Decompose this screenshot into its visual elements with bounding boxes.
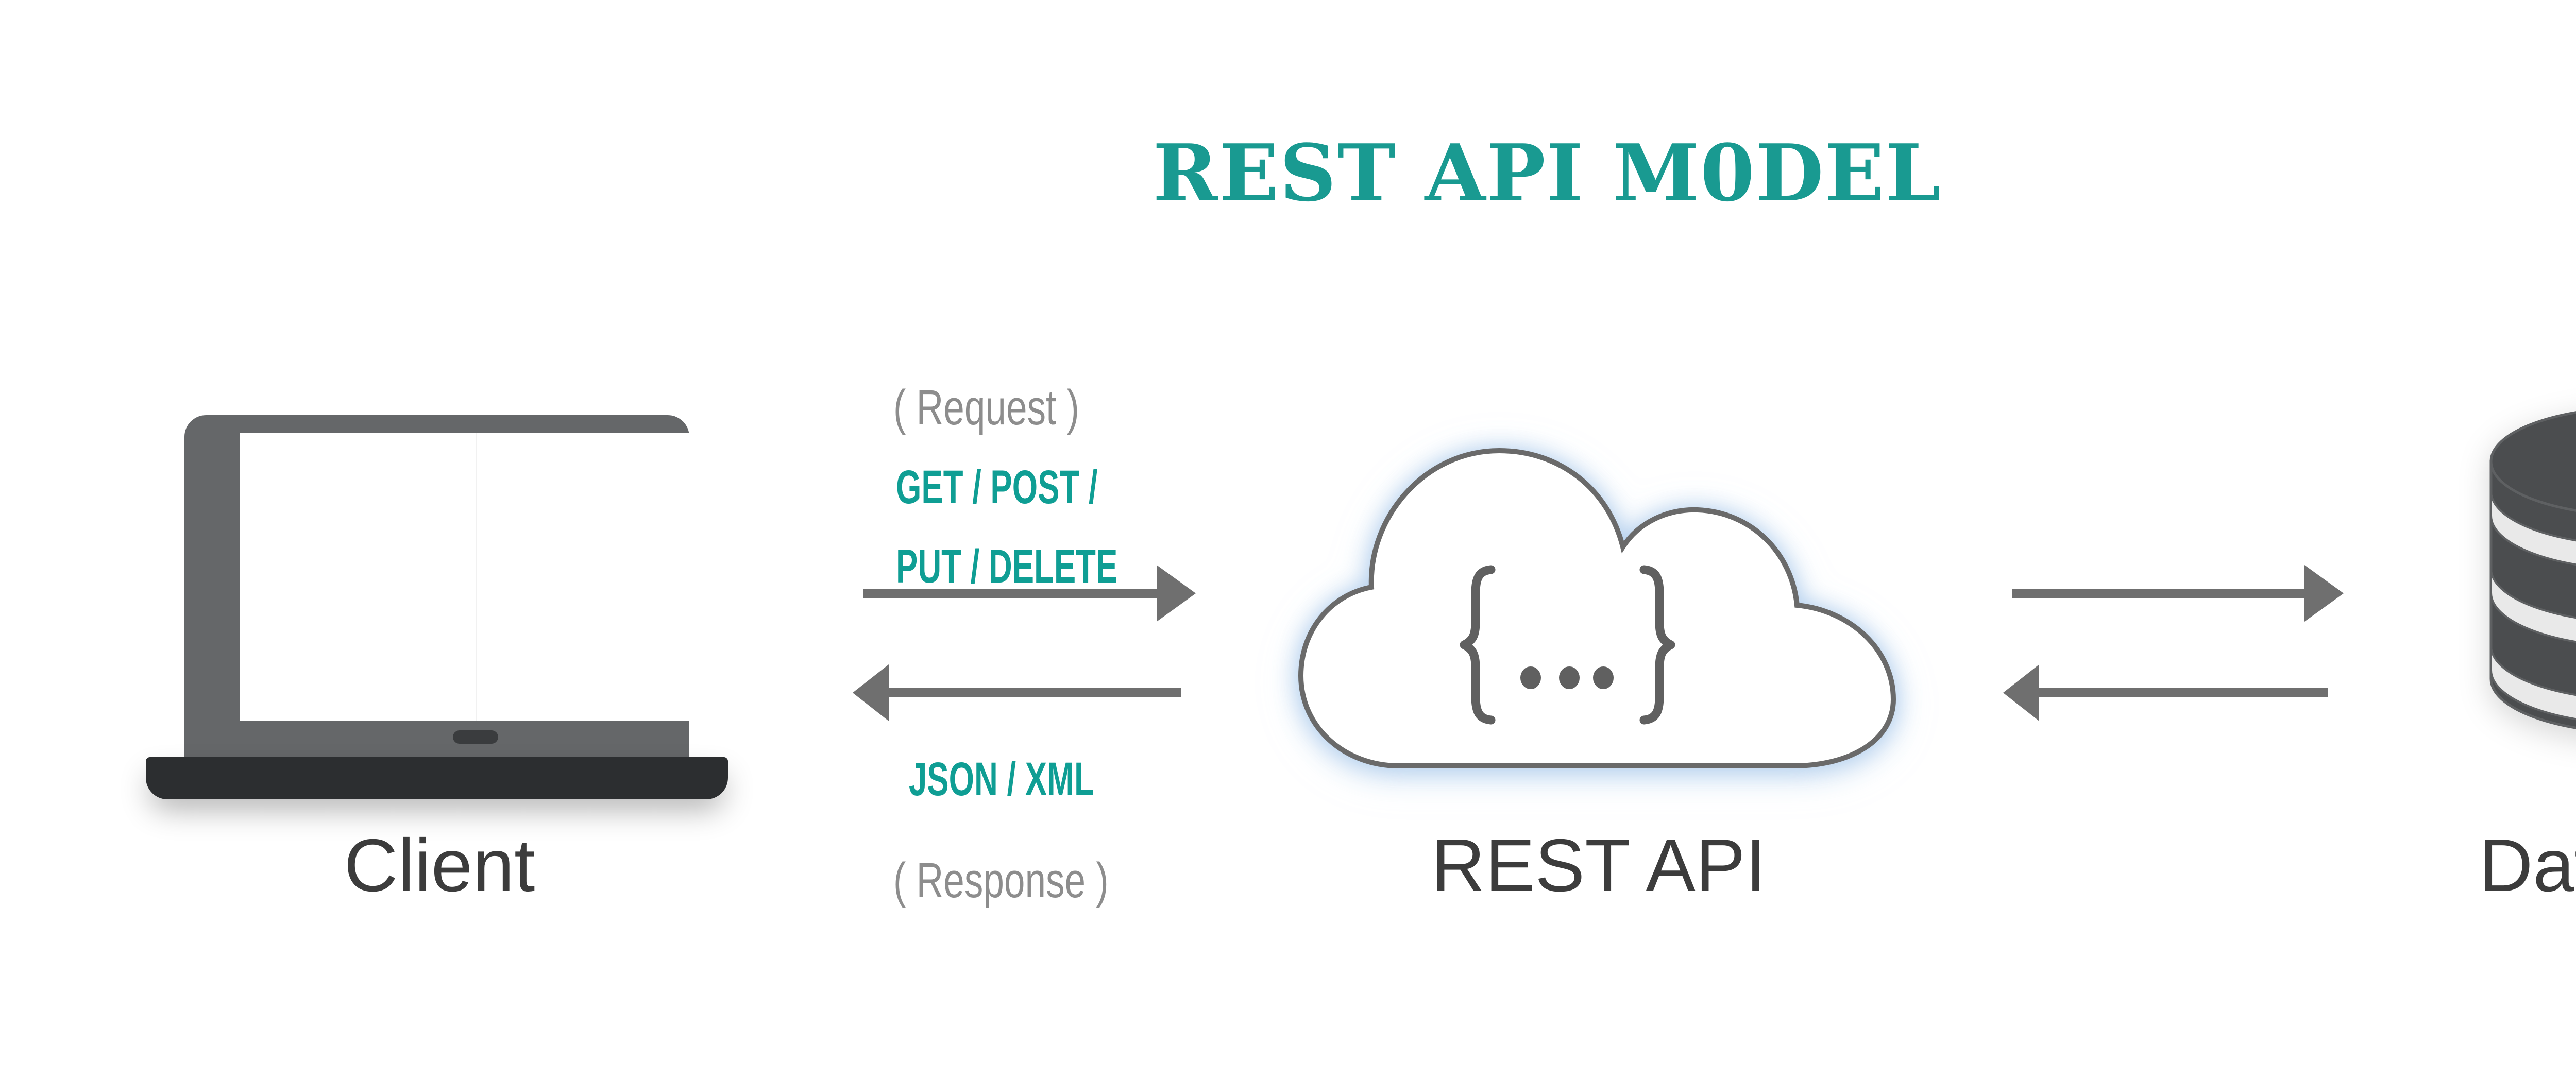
client-label: Client	[344, 824, 535, 907]
laptop-bezel	[184, 415, 711, 757]
request-caption: ( Request )	[893, 380, 1079, 435]
db-band	[2490, 568, 2576, 643]
api-to-db-arrow-head-icon	[2304, 565, 2344, 622]
rest-api-label: REST API	[1431, 824, 1767, 907]
ellipsis-dot	[1593, 666, 1614, 689]
database-label: Database	[2479, 824, 2576, 907]
laptop-icon	[146, 415, 728, 799]
laptop-base	[146, 757, 728, 799]
left-curly-brace-icon	[1460, 565, 1496, 725]
cloud-braces-icon	[1273, 412, 1922, 783]
response-arrow-shaft	[889, 688, 1181, 697]
request-methods-line1: GET / POST /	[896, 461, 1098, 514]
database-cylinder-icon	[2483, 404, 2576, 739]
response-caption: ( Response )	[893, 853, 1109, 908]
cloud-outline	[1298, 448, 1896, 768]
db-band	[2490, 645, 2576, 721]
laptop-screen	[240, 433, 711, 721]
diagram-title: REST API M0DEL	[1153, 127, 1942, 219]
response-formats: JSON / XML	[909, 753, 1094, 806]
db-top	[2489, 411, 2576, 512]
laptop-screen-seam	[476, 433, 477, 721]
request-arrow-shaft	[863, 589, 1157, 598]
db-to-api-arrow-head-icon	[2003, 664, 2039, 721]
laptop-notch	[453, 730, 498, 744]
right-curly-brace-icon	[1639, 565, 1675, 725]
db-band	[2490, 491, 2576, 566]
api-to-db-arrow-shaft	[2012, 589, 2304, 598]
ellipsis-dot	[1559, 666, 1580, 689]
request-methods-line2: PUT / DELETE	[896, 540, 1118, 593]
db-to-api-arrow-shaft	[2039, 688, 2328, 697]
response-arrow-head-icon	[853, 664, 889, 721]
ellipsis-dot	[1520, 666, 1541, 689]
request-arrow-head-icon	[1157, 565, 1196, 622]
